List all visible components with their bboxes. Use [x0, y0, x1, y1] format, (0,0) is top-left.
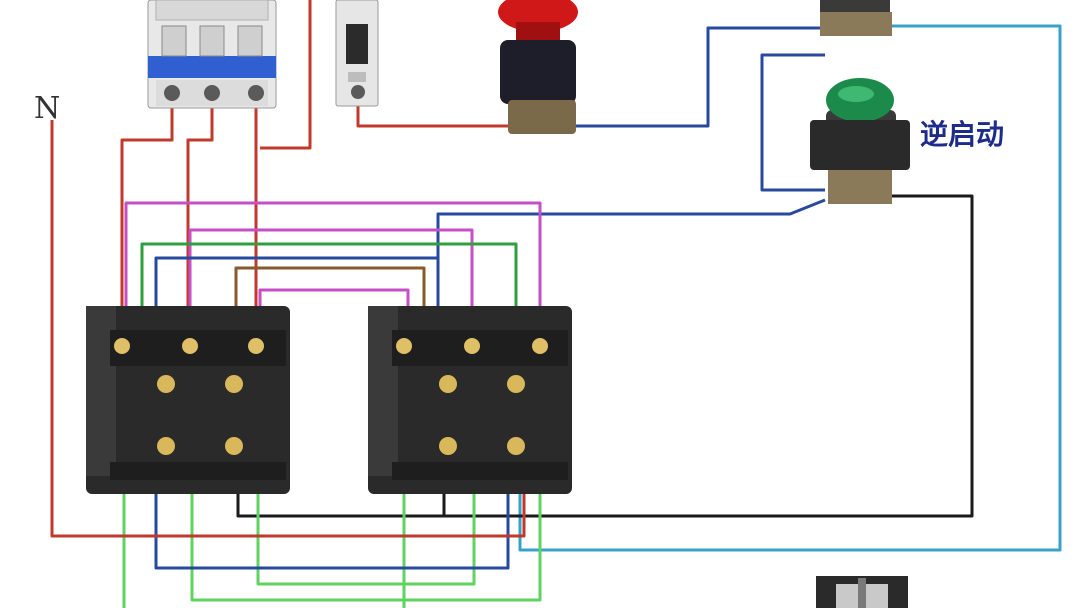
neutral-label: N	[34, 91, 60, 126]
wire-layer	[50, 0, 1062, 608]
green-wire-bottom-3	[256, 470, 476, 586]
control-breaker	[335, 0, 379, 107]
pink-wire-1	[124, 201, 542, 320]
contactor-forward	[86, 306, 290, 494]
main-breaker	[147, 0, 277, 109]
pink-wire-3	[258, 288, 410, 320]
blue-wire-bottom-1	[154, 470, 510, 570]
reverse-start-out-wire	[436, 198, 826, 320]
phase-l2-wire	[186, 100, 214, 320]
forward-start-return-wire	[518, 24, 1062, 552]
motor	[816, 576, 908, 608]
blue-wire-top-1	[154, 256, 440, 320]
contactor-reverse	[368, 306, 572, 494]
neutral-wire	[50, 120, 120, 538]
brown-wire-top-1	[234, 266, 426, 320]
reverse-start-button	[810, 78, 910, 204]
reverse-start-label: 逆启动	[920, 118, 1004, 151]
stop-button	[498, 0, 578, 134]
start-bridge-wire	[760, 53, 825, 192]
phase-l1-wire	[120, 100, 174, 320]
pink-wire-2	[188, 228, 474, 320]
control-feed-wire	[260, 0, 312, 150]
stop-to-start-wire	[575, 26, 825, 128]
control-breaker-to-stop-wire	[356, 100, 510, 128]
forward-start-button	[820, 0, 892, 36]
reverse-coil-wire	[442, 194, 974, 518]
green-wire-top-1	[140, 242, 518, 320]
